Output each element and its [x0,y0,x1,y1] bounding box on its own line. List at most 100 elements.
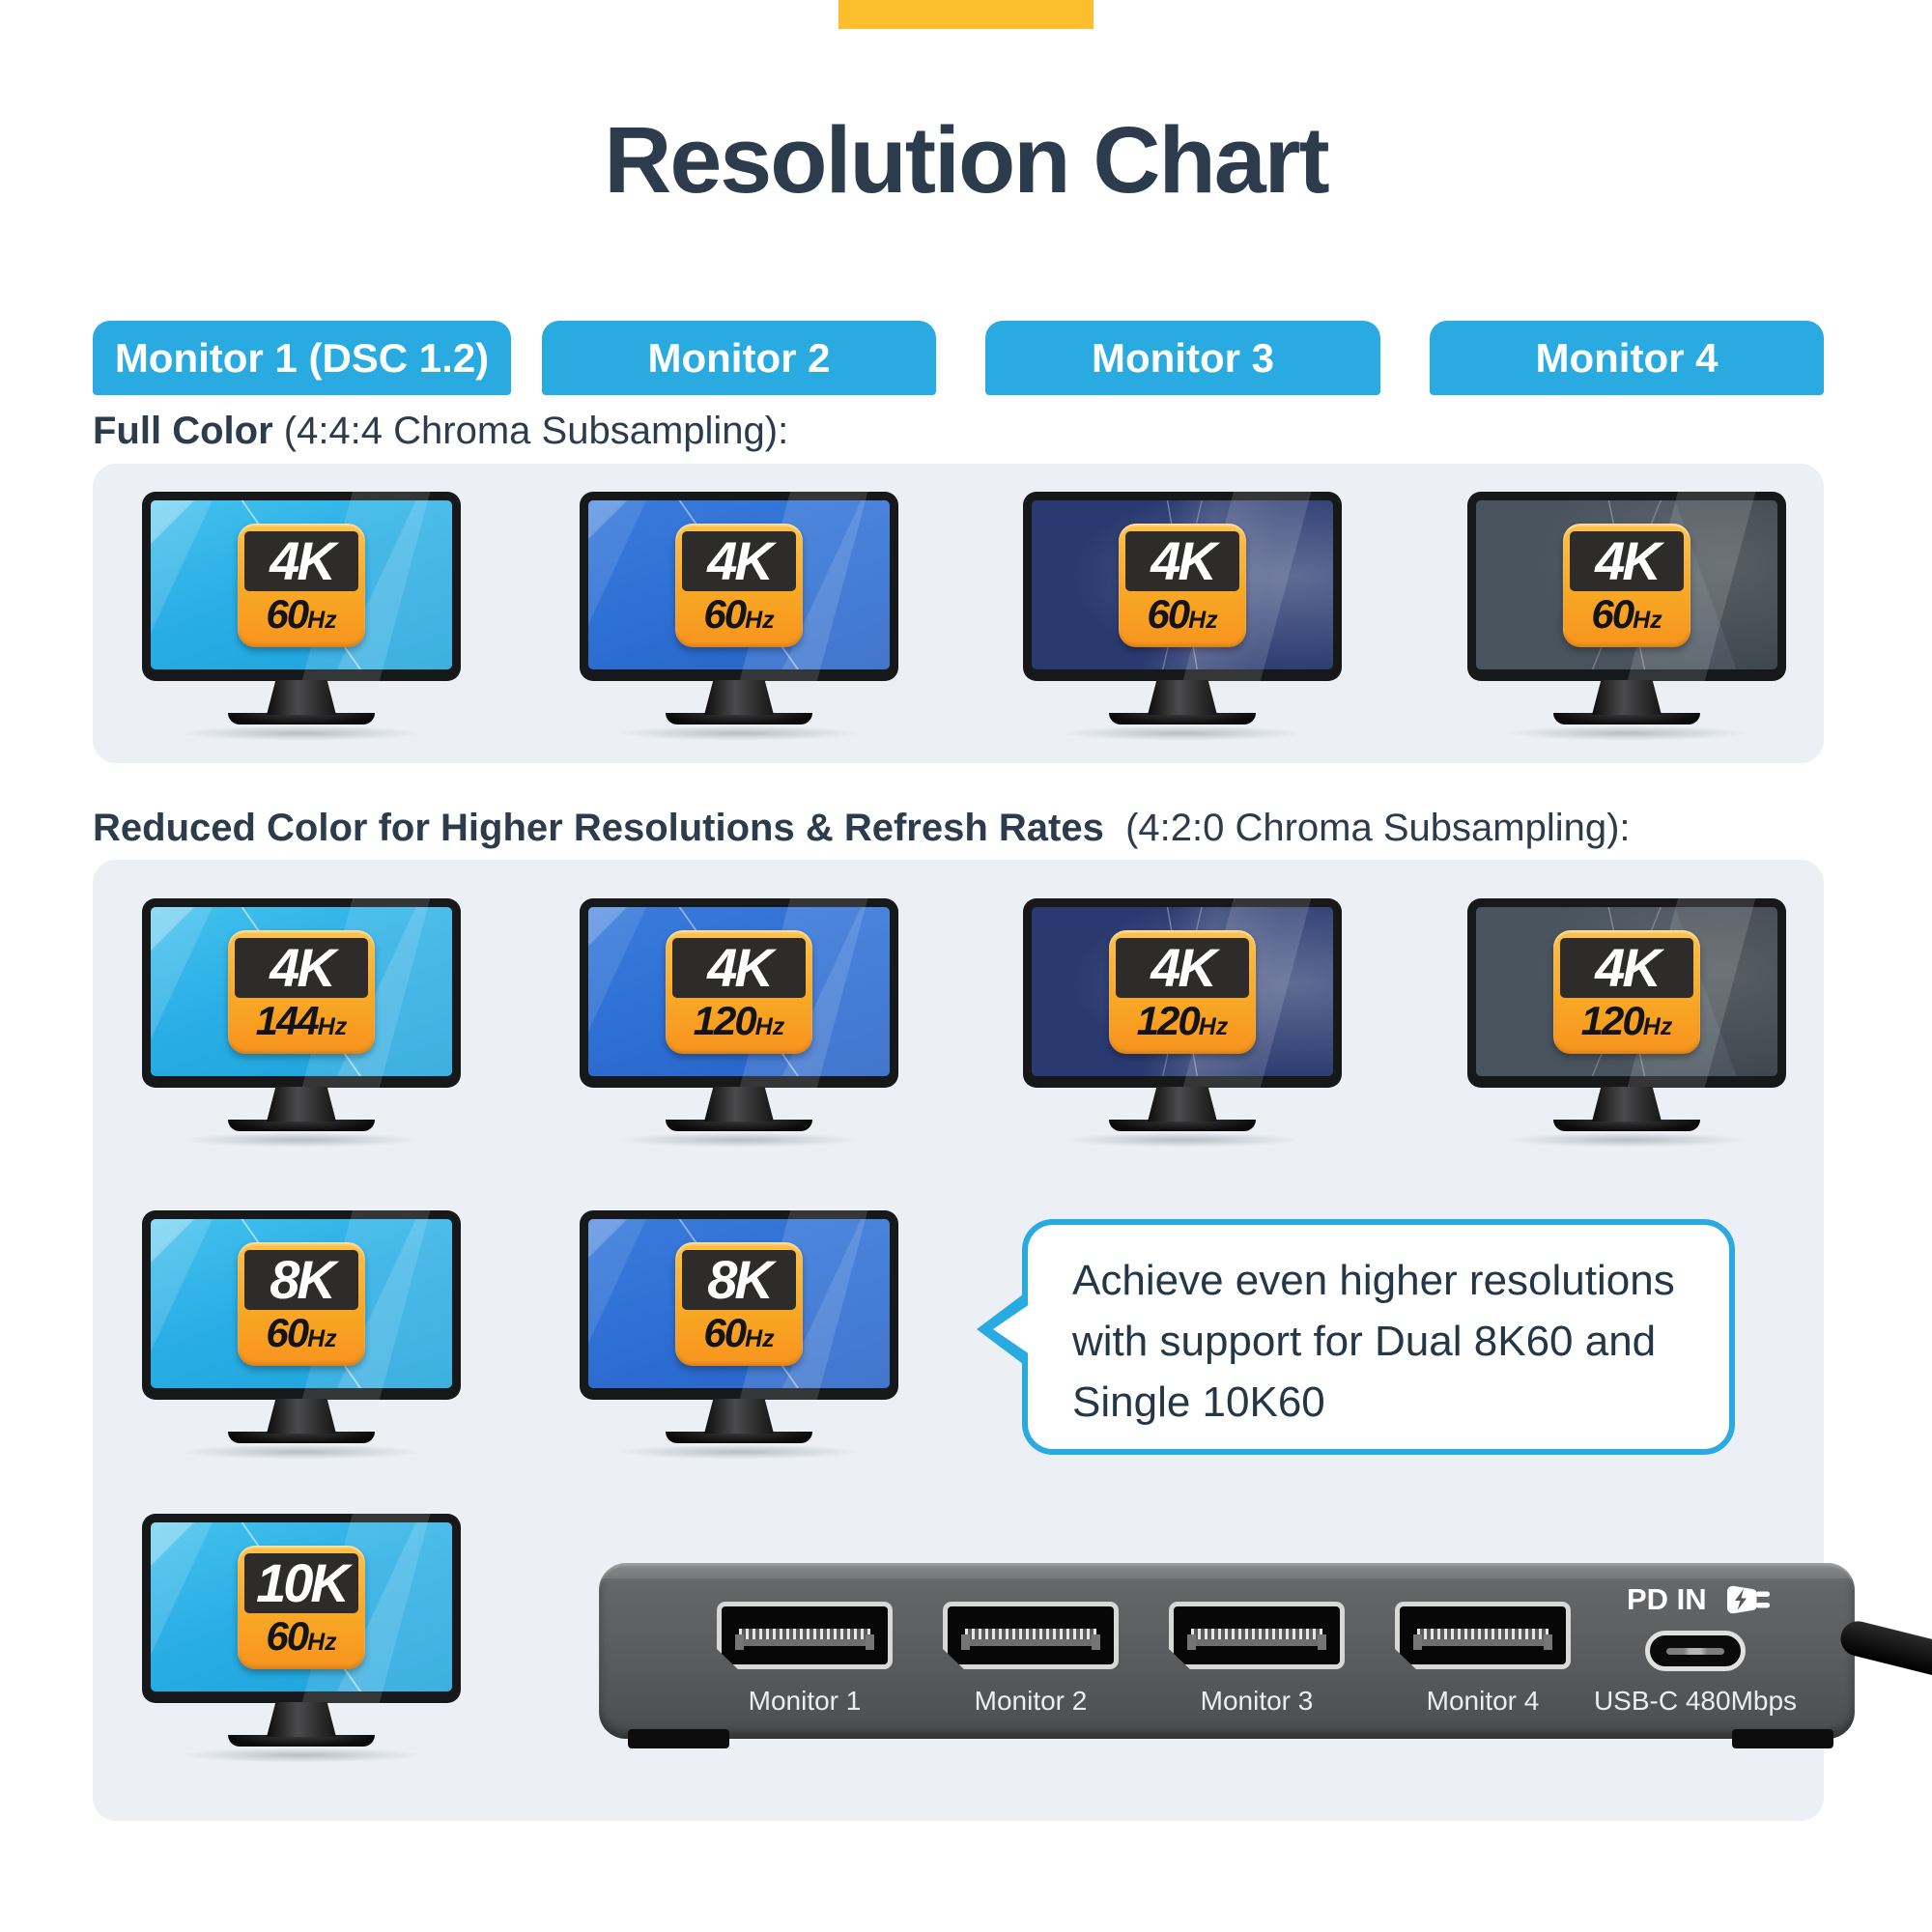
usb-c-port [1645,1631,1746,1671]
power-plug-icon [1726,1585,1770,1614]
resolution-badge: 4K 144Hz [228,929,375,1054]
displayport-port-2 [943,1602,1119,1669]
tab-monitor-1: Monitor 1 (DSC 1.2) [93,321,511,395]
refresh-rate-label: 120Hz [693,997,785,1043]
refresh-rate-label: 120Hz [1580,997,1673,1043]
displayport-pins [735,1629,874,1650]
pd-in-label: PD IN [1627,1582,1773,1617]
monitor-bezel: 4K 120Hz [580,898,898,1088]
device-foot-right [1732,1729,1833,1748]
resolution-badge: 4K 120Hz [1109,929,1256,1054]
monitor-bezel: 10K 60Hz [142,1514,461,1703]
monitor-screen: 10K 60Hz [151,1522,452,1691]
monitor-bezel: 8K 60Hz [142,1210,461,1400]
monitor-stand-base [1109,713,1256,724]
monitor-bezel: 4K 60Hz [1467,492,1786,681]
device-foot-left [628,1729,729,1748]
resolution-badge: 4K 60Hz [238,523,365,647]
monitor-4k60-blue: 4K 60Hz [580,492,898,741]
usb-c-slot [1665,1648,1725,1655]
monitor-4k120-slate: 4K 120Hz [1467,898,1786,1148]
monitor-shadow [612,725,866,741]
monitor-stand-neck [267,680,336,715]
monitor-screen: 4K 120Hz [1032,907,1333,1076]
refresh-rate-label: 60Hz [266,1612,337,1659]
monitor-screen: 4K 120Hz [588,907,890,1076]
monitor-bezel: 4K 120Hz [1467,898,1786,1088]
monitor-shadow [175,725,428,741]
monitor-bezel: 4K 120Hz [1023,898,1342,1088]
monitor-bezel: 4K 60Hz [1023,492,1342,681]
resolution-label: 4K [1560,937,1693,998]
monitor-screen: 4K 144Hz [151,907,452,1076]
refresh-rate-label: 144Hz [255,997,348,1043]
monitor-4k60-navy: 4K 60Hz [1023,492,1342,741]
resolution-label: 4K [1570,530,1684,591]
monitor-stand-neck [267,1399,336,1434]
refresh-rate-label: 60Hz [1147,590,1218,637]
callout-text: Achieve even higher resolutions with sup… [1072,1257,1675,1426]
monitor-stand-neck [704,680,774,715]
heading-rest-text: (4:2:0 Chroma Subsampling): [1103,807,1631,849]
monitor-shadow [1056,1132,1309,1148]
section-heading-reduced-color: Reduced Color for Higher Resolutions & R… [93,807,1631,850]
monitor-8k60-cyan: 8K 60Hz [142,1210,461,1460]
displayport-port-1 [717,1602,893,1669]
monitor-shadow [612,1444,866,1460]
displayport-pins [961,1629,1100,1650]
monitor-bezel: 8K 60Hz [580,1210,898,1400]
port-label-monitor-4: Monitor 4 [1426,1686,1540,1716]
resolution-label: 4K [235,937,368,998]
resolution-badge: 4K 60Hz [675,523,803,647]
tab-monitor-4: Monitor 4 [1430,321,1824,395]
displayport-pins [1187,1629,1326,1650]
monitor-4k144-cyan: 4K 144Hz [142,898,461,1148]
monitor-bezel: 4K 60Hz [142,492,461,681]
resolution-badge: 4K 60Hz [1119,523,1246,647]
port-label-monitor-2: Monitor 2 [974,1686,1088,1716]
monitor-shadow [175,1444,428,1460]
monitor-screen: 4K 60Hz [1476,500,1777,669]
refresh-rate-label: 60Hz [266,1309,337,1355]
monitor-shadow [1500,725,1753,741]
resolution-label: 8K [682,1249,796,1310]
monitor-stand-base [228,1120,375,1131]
monitor-shadow [175,1132,428,1148]
monitor-stand-neck [1592,680,1662,715]
monitor-stand-neck [704,1399,774,1434]
monitor-10k60-cyan: 10K 60Hz [142,1514,461,1763]
pd-in-text: PD IN [1627,1582,1707,1616]
monitor-stand-neck [1148,680,1217,715]
monitor-screen: 4K 60Hz [151,500,452,669]
accent-bar [838,0,1094,29]
monitor-shadow [612,1132,866,1148]
monitor-shadow [1500,1132,1753,1148]
page-title: Resolution Chart [604,107,1329,213]
monitor-stand-base [666,1432,812,1443]
resolution-badge: 8K 60Hz [675,1241,803,1366]
monitor-stand-neck [1148,1087,1217,1122]
monitor-4k60-cyan: 4K 60Hz [142,492,461,741]
resolution-label: 4K [244,530,358,591]
port-label-monitor-3: Monitor 3 [1200,1686,1314,1716]
refresh-rate-label: 60Hz [1591,590,1662,637]
resolution-badge: 4K 120Hz [1553,929,1700,1054]
heading-bold-text: Reduced Color for Higher Resolutions & R… [93,807,1104,849]
monitor-stand-base [1553,1120,1700,1131]
monitor-4k120-navy: 4K 120Hz [1023,898,1342,1148]
monitor-stand-neck [704,1087,774,1122]
refresh-rate-label: 60Hz [266,590,337,637]
usb-c-adapter-device: PD IN Monitor 1 Monitor 2 Monitor 3 Moni… [599,1563,1932,1748]
resolution-label: 4K [682,530,796,591]
resolution-badge: 4K 120Hz [666,929,812,1054]
resolution-label: 4K [672,937,806,998]
monitor-stand-base [1109,1120,1256,1131]
port-label-monitor-1: Monitor 1 [748,1686,862,1716]
monitor-bezel: 4K 144Hz [142,898,461,1088]
resolution-badge: 4K 60Hz [1563,523,1690,647]
port-label-usb-c: USB-C 480Mbps [1593,1686,1798,1716]
resolution-badge: 8K 60Hz [238,1241,365,1366]
monitor-stand-base [228,1735,375,1747]
monitor-screen: 4K 60Hz [588,500,890,669]
